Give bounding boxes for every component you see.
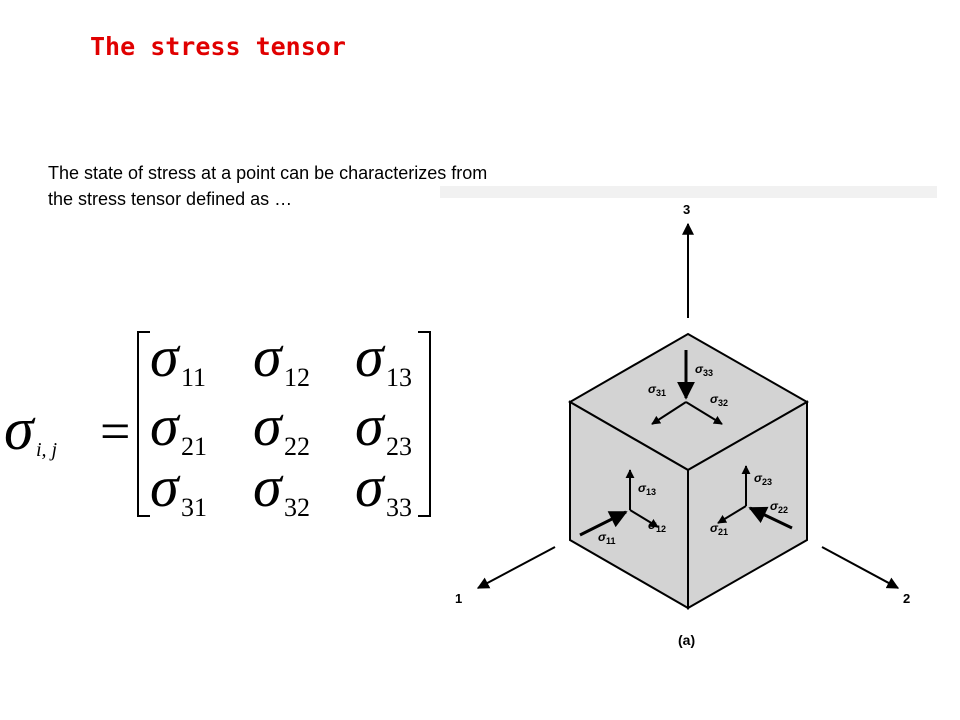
page-title: The stress tensor	[90, 32, 346, 61]
stress-cube-figure: 3 1 2 σ33 σ31 σ32 σ13 σ12 σ11 σ23 σ22 σ2…	[455, 202, 910, 648]
sigma-22-label: σ22	[770, 499, 788, 515]
matrix-sub-23: 23	[386, 432, 412, 461]
sigma-32-arrow	[685, 401, 723, 425]
intro-paragraph: The state of stress at a point can be ch…	[48, 160, 648, 212]
axis-1-label: 1	[455, 591, 462, 606]
sigma-11-label: σ11	[598, 530, 615, 546]
sigma-11-arrow	[579, 510, 628, 537]
intro-line-2: the stress tensor defined as …	[48, 189, 293, 210]
matrix-sub-32: 32	[284, 493, 310, 522]
matrix-sub-21: 21	[181, 432, 207, 461]
sigma-31-arrow	[651, 401, 687, 425]
stress-tensor-equation: σ i, j = σ 11 σ 12 σ 13 σ 21 σ 22 σ 23 σ…	[4, 324, 431, 522]
intro-line-1: The state of stress at a point can be ch…	[48, 163, 488, 183]
matrix-sub-11: 11	[181, 363, 206, 392]
sigma-23-label: σ23	[754, 471, 772, 487]
sigma-32-label: σ32	[710, 392, 728, 408]
sigma-12-label: σ12	[648, 518, 666, 534]
sigma-22-arrow	[748, 506, 793, 530]
axis-3-label: 3	[683, 202, 690, 217]
matrix-sub-13: 13	[386, 363, 412, 392]
matrix-sub-12: 12	[284, 363, 310, 392]
sigma-21-arrow	[717, 505, 747, 524]
equals-sign: =	[100, 401, 130, 461]
right-bracket	[418, 331, 431, 517]
matrix-sub-33: 33	[386, 493, 412, 522]
matrix-sigma-33: σ	[355, 454, 386, 519]
figure-top-strip	[440, 186, 937, 198]
axis-1-arrow	[476, 546, 556, 589]
matrix-sigma-23: σ	[355, 393, 386, 458]
matrix-sigma-22: σ	[253, 393, 284, 458]
matrix-sigma-32: σ	[253, 454, 284, 519]
figure-caption: (a)	[678, 632, 695, 648]
matrix-sigma-31: σ	[150, 454, 181, 519]
sigma-33-label: σ33	[695, 362, 713, 378]
axis-2-arrow	[821, 546, 900, 589]
cube-front-right-face	[687, 400, 808, 610]
matrix-sigma-11: σ	[150, 324, 181, 389]
sigma-21-label: σ21	[710, 521, 728, 537]
axis-2-label: 2	[903, 591, 910, 606]
left-bracket	[137, 331, 150, 517]
matrix-sub-31: 31	[181, 493, 207, 522]
sigma-13-label: σ13	[638, 481, 656, 497]
matrix-sub-22: 22	[284, 432, 310, 461]
sigma-12-arrow	[629, 509, 659, 528]
sigma-31-label: σ31	[648, 382, 666, 398]
matrix-sigma-21: σ	[150, 393, 181, 458]
lhs-subscript: i, j	[36, 439, 58, 461]
matrix-sigma-12: σ	[253, 324, 284, 389]
lhs-sigma: σ	[4, 396, 36, 462]
matrix-sigma-13: σ	[355, 324, 386, 389]
